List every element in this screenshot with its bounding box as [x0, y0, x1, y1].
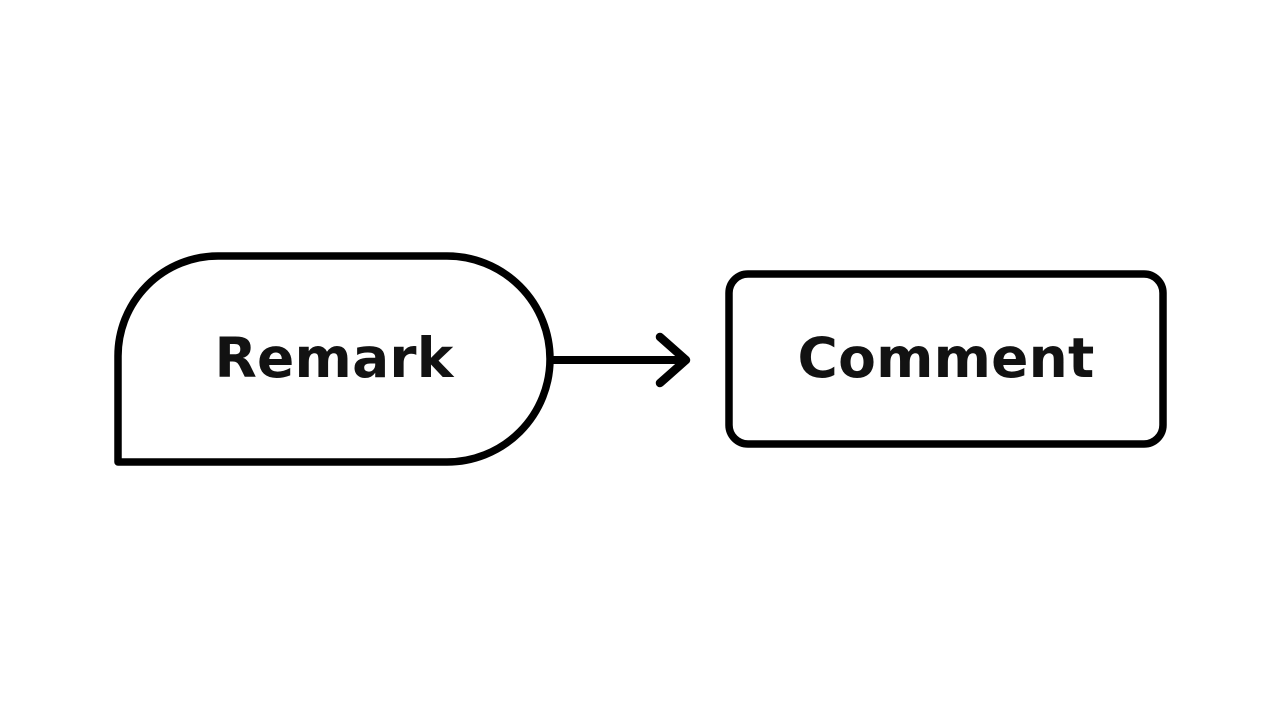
node-remark-label: Remark	[215, 326, 455, 390]
arrow-head-icon	[655, 332, 691, 388]
node-remark-shape[interactable]	[114, 252, 554, 466]
node-comment-label: Comment	[798, 326, 1095, 390]
node-comment[interactable]: Comment	[725, 270, 1167, 448]
node-comment-shape[interactable]	[725, 270, 1167, 448]
node-remark[interactable]: Remark	[114, 252, 554, 466]
edge-remark-to-comment[interactable]	[548, 332, 691, 388]
